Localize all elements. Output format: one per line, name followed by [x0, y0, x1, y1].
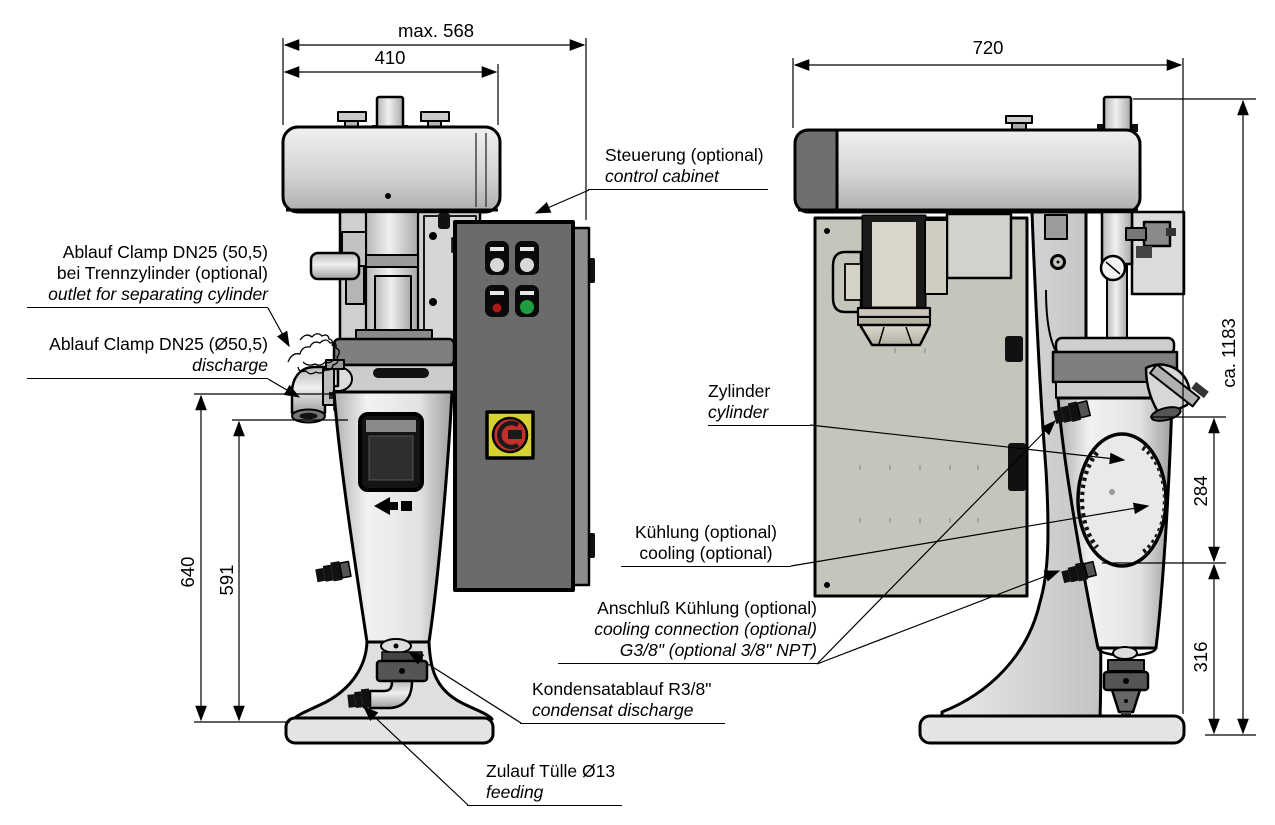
side-condensate-fitting: [1102, 646, 1150, 718]
front-left-pipe: [309, 251, 361, 281]
label-cooling-connection: Anschluß Kühlung (optional) cooling conn…: [558, 598, 817, 664]
label-feeding-en: feeding: [486, 782, 544, 802]
label-control-cabinet-de: Steuerung (optional): [605, 145, 764, 165]
label-condensate-de: Kondensatablauf R3/8": [532, 679, 712, 699]
cabinet-lamp-red: [485, 285, 509, 317]
label-cylinder-de: Zylinder: [708, 381, 771, 401]
dim-height-640: 640: [177, 556, 198, 588]
label-outlet-de1: Ablauf Clamp DN25 (50,5): [62, 242, 268, 262]
label-outlet-en: outlet for separating cylinder: [48, 284, 268, 304]
label-discharge-en: discharge: [192, 355, 268, 375]
side-top-pipe: [1102, 95, 1133, 133]
rotation-arrow-mark: [374, 497, 412, 515]
front-cooling-barb: [315, 560, 352, 583]
main-switch[interactable]: [485, 410, 535, 460]
side-motor-hood: [793, 128, 1142, 214]
dim-width-max: max. 568: [397, 20, 475, 41]
cabinet-lamp-green: [515, 285, 539, 317]
label-cooling-connection-en1: cooling connection (optional): [594, 619, 817, 639]
label-cooling-de: Kühlung (optional): [634, 522, 778, 542]
side-base-plate: [918, 714, 1186, 745]
cabinet-button-1[interactable]: [485, 241, 509, 275]
label-control-cabinet-en: control cabinet: [605, 166, 719, 186]
side-cooling-barb-upper: [1053, 400, 1092, 424]
label-cooling: Kühlung (optional) cooling (optional): [621, 522, 791, 567]
front-view: [281, 95, 595, 745]
label-cooling-connection-de: Anschluß Kühlung (optional): [597, 598, 817, 618]
dim-depth: 720: [972, 37, 1004, 58]
cabinet-button-2[interactable]: [515, 241, 539, 275]
front-condensate-fitting: [347, 638, 429, 710]
side-hood-end-cap: [793, 128, 839, 214]
label-condensate: Kondensatablauf R3/8" condensat discharg…: [520, 679, 725, 724]
dimension-lines: [194, 38, 1256, 736]
side-motor: [831, 212, 1013, 347]
dim-width-hood: 410: [374, 47, 406, 68]
leader-lines: [267, 189, 1150, 806]
dim-height-total: ca. 1183: [1218, 318, 1239, 388]
label-discharge: Ablauf Clamp DN25 (Ø50,5) discharge: [27, 334, 268, 379]
sketch-squiggle: [287, 333, 340, 375]
label-feeding: Zulauf Tülle Ø13 feeding: [467, 761, 622, 806]
side-view: [793, 95, 1209, 745]
label-cooling-en: cooling (optional): [639, 543, 773, 563]
side-vessel: [1051, 336, 1209, 718]
label-feeding-de: Zulauf Tülle Ø13: [486, 761, 616, 781]
front-inspection-window: [358, 412, 424, 492]
label-condensate-en: condensat discharge: [532, 700, 694, 720]
dim-height-591: 591: [216, 564, 237, 596]
side-discharge-clamp: [1144, 363, 1209, 422]
label-cylinder-en: cylinder: [708, 402, 769, 422]
label-discharge-de: Ablauf Clamp DN25 (Ø50,5): [49, 334, 268, 354]
dim-height-284: 284: [1190, 475, 1211, 507]
label-control-cabinet: Steuerung (optional) control cabinet: [588, 145, 768, 190]
label-outlet-de2: bei Trennzylinder (optional): [56, 263, 268, 283]
side-cooling-barb-lower: [1061, 560, 1097, 584]
dim-height-316: 316: [1190, 641, 1211, 673]
label-outlet-separating-cylinder: Ablauf Clamp DN25 (50,5) bei Trennzylind…: [27, 242, 268, 308]
control-cabinet: [453, 220, 595, 592]
label-cooling-connection-en2: G3/8" (optional 3/8" NPT): [619, 640, 817, 660]
label-cylinder: Zylinder cylinder: [708, 381, 810, 426]
front-vessel-top-band: [332, 337, 456, 367]
panel-clamp-upper: [1005, 336, 1023, 362]
front-motor-hood: [281, 125, 502, 214]
